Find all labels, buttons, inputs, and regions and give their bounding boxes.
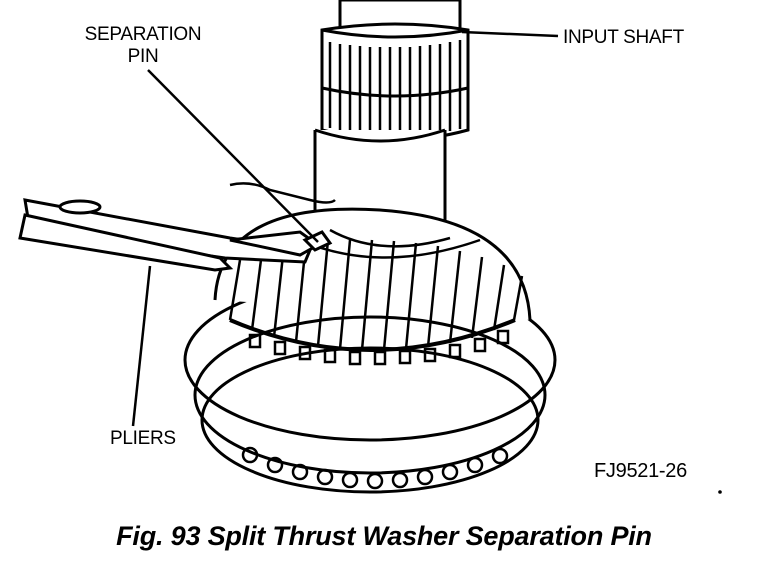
separation-pin-label-line1: SEPARATION (84, 24, 202, 45)
separation-pin-label: SEPARATION PIN (78, 24, 208, 68)
input-shaft-leader (461, 30, 559, 38)
pliers-leader (131, 265, 152, 427)
gear-drawing (183, 182, 557, 494)
pliers-label: PLIERS (110, 428, 176, 449)
separation-pin-label-line2: PIN (127, 46, 159, 67)
input-shaft-drawing (313, 0, 470, 239)
pliers-drawing (18, 198, 321, 272)
stray-dot (718, 490, 722, 494)
figure-code: FJ9521-26 (594, 460, 687, 482)
leader-lines (131, 30, 559, 427)
figure-caption: Fig. 93 Split Thrust Washer Separation P… (116, 521, 652, 551)
input-shaft-label: INPUT SHAFT (563, 27, 684, 48)
separation-pin-leader (147, 69, 319, 243)
